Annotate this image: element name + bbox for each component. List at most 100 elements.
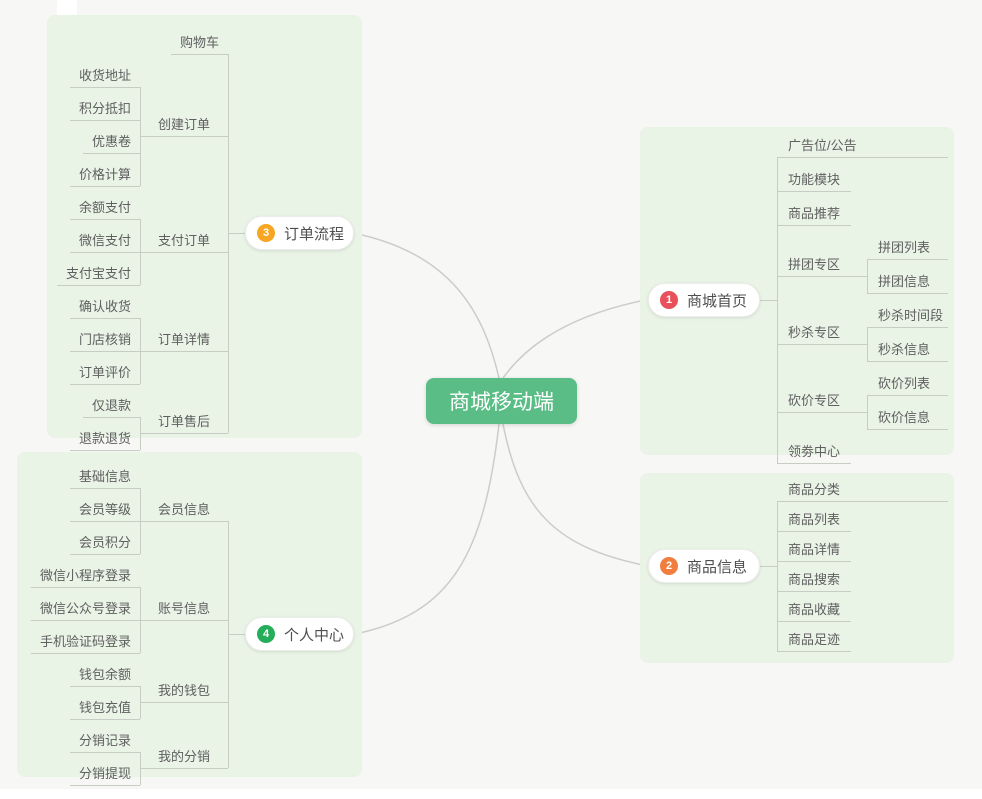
connector-line: [867, 429, 948, 430]
connector-line: [140, 587, 141, 653]
mindmap-topic[interactable]: 微信支付: [78, 233, 131, 248]
connector-line: [777, 561, 851, 562]
connector-line: [777, 157, 778, 463]
mindmap-topic[interactable]: 砍价信息: [878, 410, 931, 425]
connector-line: [867, 361, 948, 362]
mindmap-topic[interactable]: 价格计算: [78, 167, 131, 182]
mindmap-topic[interactable]: 广告位/公告: [788, 138, 857, 153]
mindmap-topic[interactable]: 微信公众号登录: [39, 601, 131, 616]
central-topic[interactable]: 商城移动端: [426, 378, 577, 424]
canvas-bottom-strip: [0, 789, 982, 799]
connector-line: [867, 327, 948, 328]
mindmap-topic[interactable]: 支付宝支付: [65, 266, 131, 281]
connector-line: [140, 87, 141, 186]
connector-line: [867, 327, 868, 361]
mindmap-topic[interactable]: 功能模块: [788, 172, 841, 187]
mindmap-topic[interactable]: 余额支付: [78, 200, 131, 215]
branch-label: 商品信息: [687, 558, 748, 576]
mindmap-topic[interactable]: 收货地址: [78, 68, 131, 83]
connector-line: [70, 752, 140, 753]
connector-line: [70, 318, 140, 319]
mindmap-topic[interactable]: 拼团专区: [788, 257, 841, 272]
mindmap-topic[interactable]: 商品足迹: [788, 632, 841, 647]
mindmap-topic[interactable]: 我的钱包: [157, 683, 210, 698]
mindmap-topic[interactable]: 账号信息: [157, 601, 210, 616]
mindmap-topic[interactable]: 砍价列表: [878, 376, 931, 391]
connector-line: [228, 634, 245, 635]
mindmap-topic[interactable]: 我的分销: [157, 749, 210, 764]
connector-line: [70, 521, 140, 522]
branch-number-badge: 1: [660, 291, 678, 309]
mindmap-topic[interactable]: 优惠卷: [91, 134, 131, 149]
connector-line: [140, 351, 228, 352]
connector-line: [140, 219, 141, 285]
mindmap-topic[interactable]: 秒杀时间段: [878, 308, 944, 323]
connector-line: [140, 702, 228, 703]
connector-line: [140, 417, 141, 450]
mindmap-topic[interactable]: 分销记录: [78, 733, 131, 748]
connector-line: [83, 417, 140, 418]
connector-line: [70, 120, 140, 121]
branch-number-badge: 3: [257, 224, 275, 242]
mindmap-topic[interactable]: 商品列表: [788, 512, 841, 527]
mindmap-topic[interactable]: 仅退款: [91, 398, 131, 413]
mindmap-topic[interactable]: 秒杀信息: [878, 342, 931, 357]
mindmap-topic[interactable]: 会员积分: [78, 535, 131, 550]
branch-label: 商城首页: [687, 292, 748, 310]
mindmap-topic[interactable]: 门店核销: [78, 332, 131, 347]
mindmap-topic[interactable]: 商品详情: [788, 542, 841, 557]
connector-line: [70, 186, 140, 187]
mindmap-topic[interactable]: 商品推荐: [788, 206, 841, 221]
mindmap-topic[interactable]: 秒杀专区: [788, 325, 841, 340]
connector-line: [777, 157, 948, 158]
mindmap-topic[interactable]: 购物车: [179, 35, 219, 50]
branch-node-mall-home[interactable]: 1 商城首页: [648, 283, 760, 317]
connector-line: [760, 566, 777, 567]
connector-line: [867, 259, 868, 293]
mindmap-topic[interactable]: 拼团列表: [878, 240, 931, 255]
mindmap-topic[interactable]: 分销提现: [78, 766, 131, 781]
mindmap-topic[interactable]: 积分抵扣: [78, 101, 131, 116]
connector-line: [777, 463, 851, 464]
mindmap-topic[interactable]: 会员信息: [157, 502, 210, 517]
mindmap-topic[interactable]: 商品分类: [788, 482, 841, 497]
connector-line: [777, 276, 867, 277]
mindmap-topic[interactable]: 手机验证码登录: [39, 634, 131, 649]
mindmap-topic[interactable]: 钱包充值: [78, 700, 131, 715]
mindmap-topic[interactable]: 商品收藏: [788, 602, 841, 617]
mindmap-topic[interactable]: 商品搜索: [788, 572, 841, 587]
mindmap-topic[interactable]: 基础信息: [78, 469, 131, 484]
connector-line: [70, 384, 140, 385]
connector-line: [83, 153, 140, 154]
connector-line: [760, 300, 777, 301]
mindmap-topic[interactable]: 砍价专区: [788, 393, 841, 408]
mindmap-topic[interactable]: 订单评价: [78, 365, 131, 380]
mindmap-topic[interactable]: 领劵中心: [788, 444, 841, 459]
mindmap-topic[interactable]: 订单售后: [157, 414, 210, 429]
connector-line: [70, 686, 140, 687]
mindmap-topic[interactable]: 微信小程序登录: [39, 568, 131, 583]
mindmap-topic[interactable]: 支付订单: [157, 233, 210, 248]
connector-line: [777, 531, 851, 532]
mindmap-topic[interactable]: 创建订单: [157, 117, 210, 132]
connector-line: [31, 587, 140, 588]
mindmap-topic[interactable]: 钱包余额: [78, 667, 131, 682]
mindmap-topic[interactable]: 会员等级: [78, 502, 131, 517]
connector-line: [70, 351, 140, 352]
connector-line: [70, 554, 140, 555]
mindmap-topic[interactable]: 退款退货: [78, 431, 131, 446]
connector-line: [777, 412, 867, 413]
branch-number-badge: 2: [660, 557, 678, 575]
connector-line: [31, 653, 140, 654]
branch-node-product-info[interactable]: 2 商品信息: [648, 549, 760, 583]
connector-line: [70, 719, 140, 720]
connector-line: [140, 433, 228, 434]
branch-label: 个人中心: [284, 626, 345, 644]
connector-line: [140, 521, 228, 522]
mindmap-topic[interactable]: 订单详情: [157, 332, 210, 347]
mindmap-topic[interactable]: 确认收货: [78, 299, 131, 314]
mindmap-topic[interactable]: 拼团信息: [878, 274, 931, 289]
